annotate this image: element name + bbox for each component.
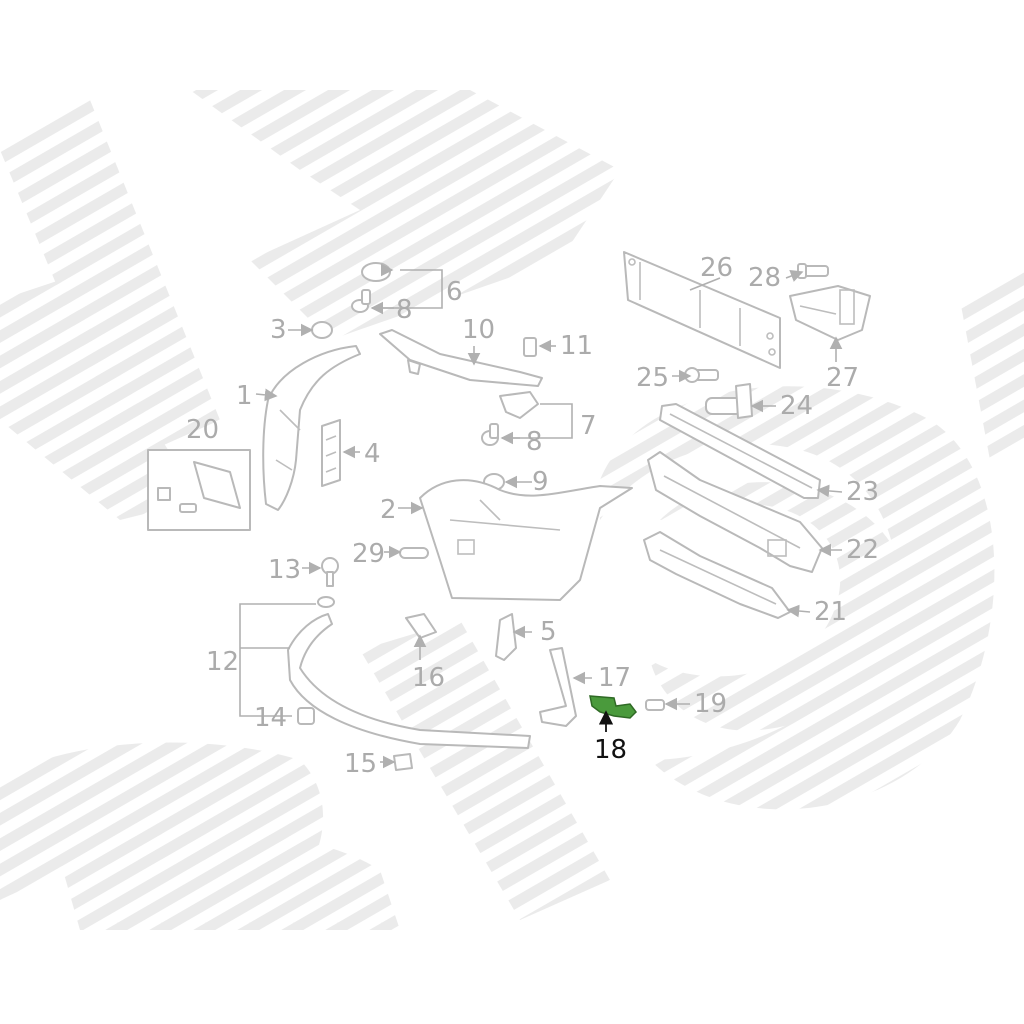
part-4-mesh [321,419,341,487]
part-1-liner [262,345,361,511]
callout-labels: 26 28 27 25 24 23 22 21 6 8 3 10 11 7 8 … [186,253,879,779]
part-12-spoiler [287,596,531,749]
part-3-clip [311,321,333,339]
callout-11: 11 [560,331,593,361]
callout-24: 24 [780,391,813,421]
callout-5: 5 [540,617,557,647]
callout-7: 7 [580,411,597,441]
part-18-highlighted [589,695,637,719]
watermark [0,90,1024,930]
part-28-bolt [797,263,829,279]
part-10-retainer [379,329,543,387]
callout-1: 1 [236,381,253,411]
callout-4: 4 [364,439,381,469]
part-22-absorber [647,451,823,573]
callout-16: 16 [412,663,445,693]
part-24-crash-box [705,383,753,419]
callout-13: 13 [268,555,301,585]
callout-25: 25 [636,363,669,393]
callout-15: 15 [344,749,377,779]
callout-23: 23 [846,477,879,507]
part-27-bracket [789,285,871,341]
leader-lines [239,263,843,769]
part-21-lower-absorber [643,531,791,619]
callout-8-mid: 8 [526,427,543,457]
part-5-bracket [495,613,517,661]
part-2-bumper-cover [419,479,633,601]
part-8-screw-mid [481,423,499,446]
callout-19: 19 [694,689,727,719]
part-19-clip [645,699,665,711]
part-17-bracket [539,647,577,727]
callout-27: 27 [826,363,859,393]
part-15-clip [393,753,413,771]
part-8-screw-top [351,289,371,313]
callout-22: 22 [846,535,879,565]
callout-12: 12 [206,647,239,677]
callout-3: 3 [270,315,287,345]
part-16-cover [405,613,437,639]
callout-18-highlighted: 18 [594,735,627,765]
part-23-rail [659,403,821,499]
part-11-bolt [523,337,537,357]
callout-26: 26 [700,253,733,283]
part-20-kit-box [147,449,251,531]
callout-28: 28 [748,263,781,293]
part-6-clip [361,262,391,282]
callout-20: 20 [186,415,219,445]
part-14-clip [297,707,315,725]
part-26-reinforcement [623,251,781,369]
callout-10: 10 [462,315,495,345]
callout-29: 29 [352,539,385,569]
callout-9: 9 [532,467,549,497]
part-13-bolt [321,557,339,587]
callout-17: 17 [598,663,631,693]
callout-14: 14 [254,703,287,733]
callout-2: 2 [380,495,397,525]
part-7-bracket [499,391,539,419]
part-29-plug [399,547,429,559]
callout-8-top: 8 [396,295,413,325]
callout-21: 21 [814,597,847,627]
callout-6: 6 [446,277,463,307]
part-25-bolt [684,367,719,383]
